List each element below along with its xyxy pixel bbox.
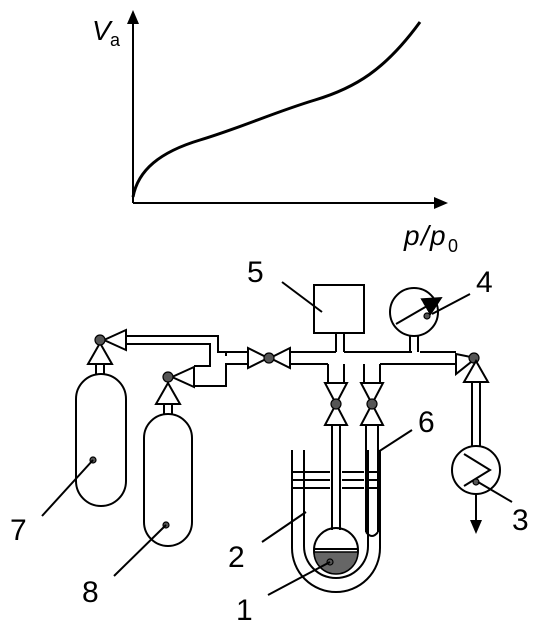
cylinder-7-valve — [86, 340, 114, 365]
leader-8 — [113, 524, 167, 577]
cylinder-8-inlet-valve — [169, 365, 195, 389]
x-axis-p0: p — [429, 220, 446, 251]
y-axis-subscript: a — [110, 30, 121, 50]
leader-1 — [267, 561, 331, 596]
sample-powder — [313, 551, 359, 575]
leader-2 — [261, 511, 307, 543]
label-4: 4 — [476, 266, 493, 299]
pump-valve — [462, 358, 490, 383]
main-valve-left — [247, 346, 271, 370]
isotherm-graph: V a p / p 0 — [92, 10, 458, 256]
pressure-gauge — [389, 287, 439, 337]
gas-cylinder-8 — [143, 413, 193, 547]
x-axis-arrow — [434, 197, 448, 209]
apparatus: 5 4 6 2 1 3 7 8 — [10, 256, 529, 627]
cylinder-8-valve — [154, 380, 182, 405]
leader-5 — [281, 281, 323, 313]
label-5: 5 — [247, 256, 264, 289]
dewar-outer — [291, 450, 381, 593]
label-6: 6 — [418, 406, 435, 439]
leader-4 — [431, 293, 471, 315]
pump-exhaust-arrow — [470, 520, 482, 534]
x-axis-p: p — [403, 220, 420, 251]
reference-valve-top — [359, 382, 385, 407]
main-valve-right — [267, 346, 291, 370]
y-axis-symbol: V — [92, 15, 113, 46]
sample-valve-top — [323, 382, 349, 407]
leader-6 — [377, 429, 413, 453]
leader-7 — [41, 459, 94, 517]
label-1: 1 — [236, 594, 253, 627]
dewar-inner — [303, 450, 369, 579]
isotherm-curve — [131, 21, 422, 198]
cylinder-7-inlet-valve — [101, 328, 127, 352]
vacuum-pump — [451, 445, 501, 495]
x-axis-subscript: 0 — [448, 236, 458, 256]
sample-valve-bottom — [323, 401, 349, 426]
label-7: 7 — [10, 514, 27, 547]
leader-3 — [477, 481, 513, 503]
x-axis-slash: / — [419, 220, 432, 251]
reference-valve-bottom — [359, 401, 385, 426]
y-axis-arrow — [127, 10, 139, 24]
label-8: 8 — [82, 576, 99, 609]
label-3: 3 — [512, 504, 529, 537]
label-2: 2 — [228, 541, 245, 574]
gas-cylinder-7 — [75, 373, 127, 507]
calibrated-volume — [313, 284, 365, 334]
gauge-needle — [395, 296, 443, 325]
